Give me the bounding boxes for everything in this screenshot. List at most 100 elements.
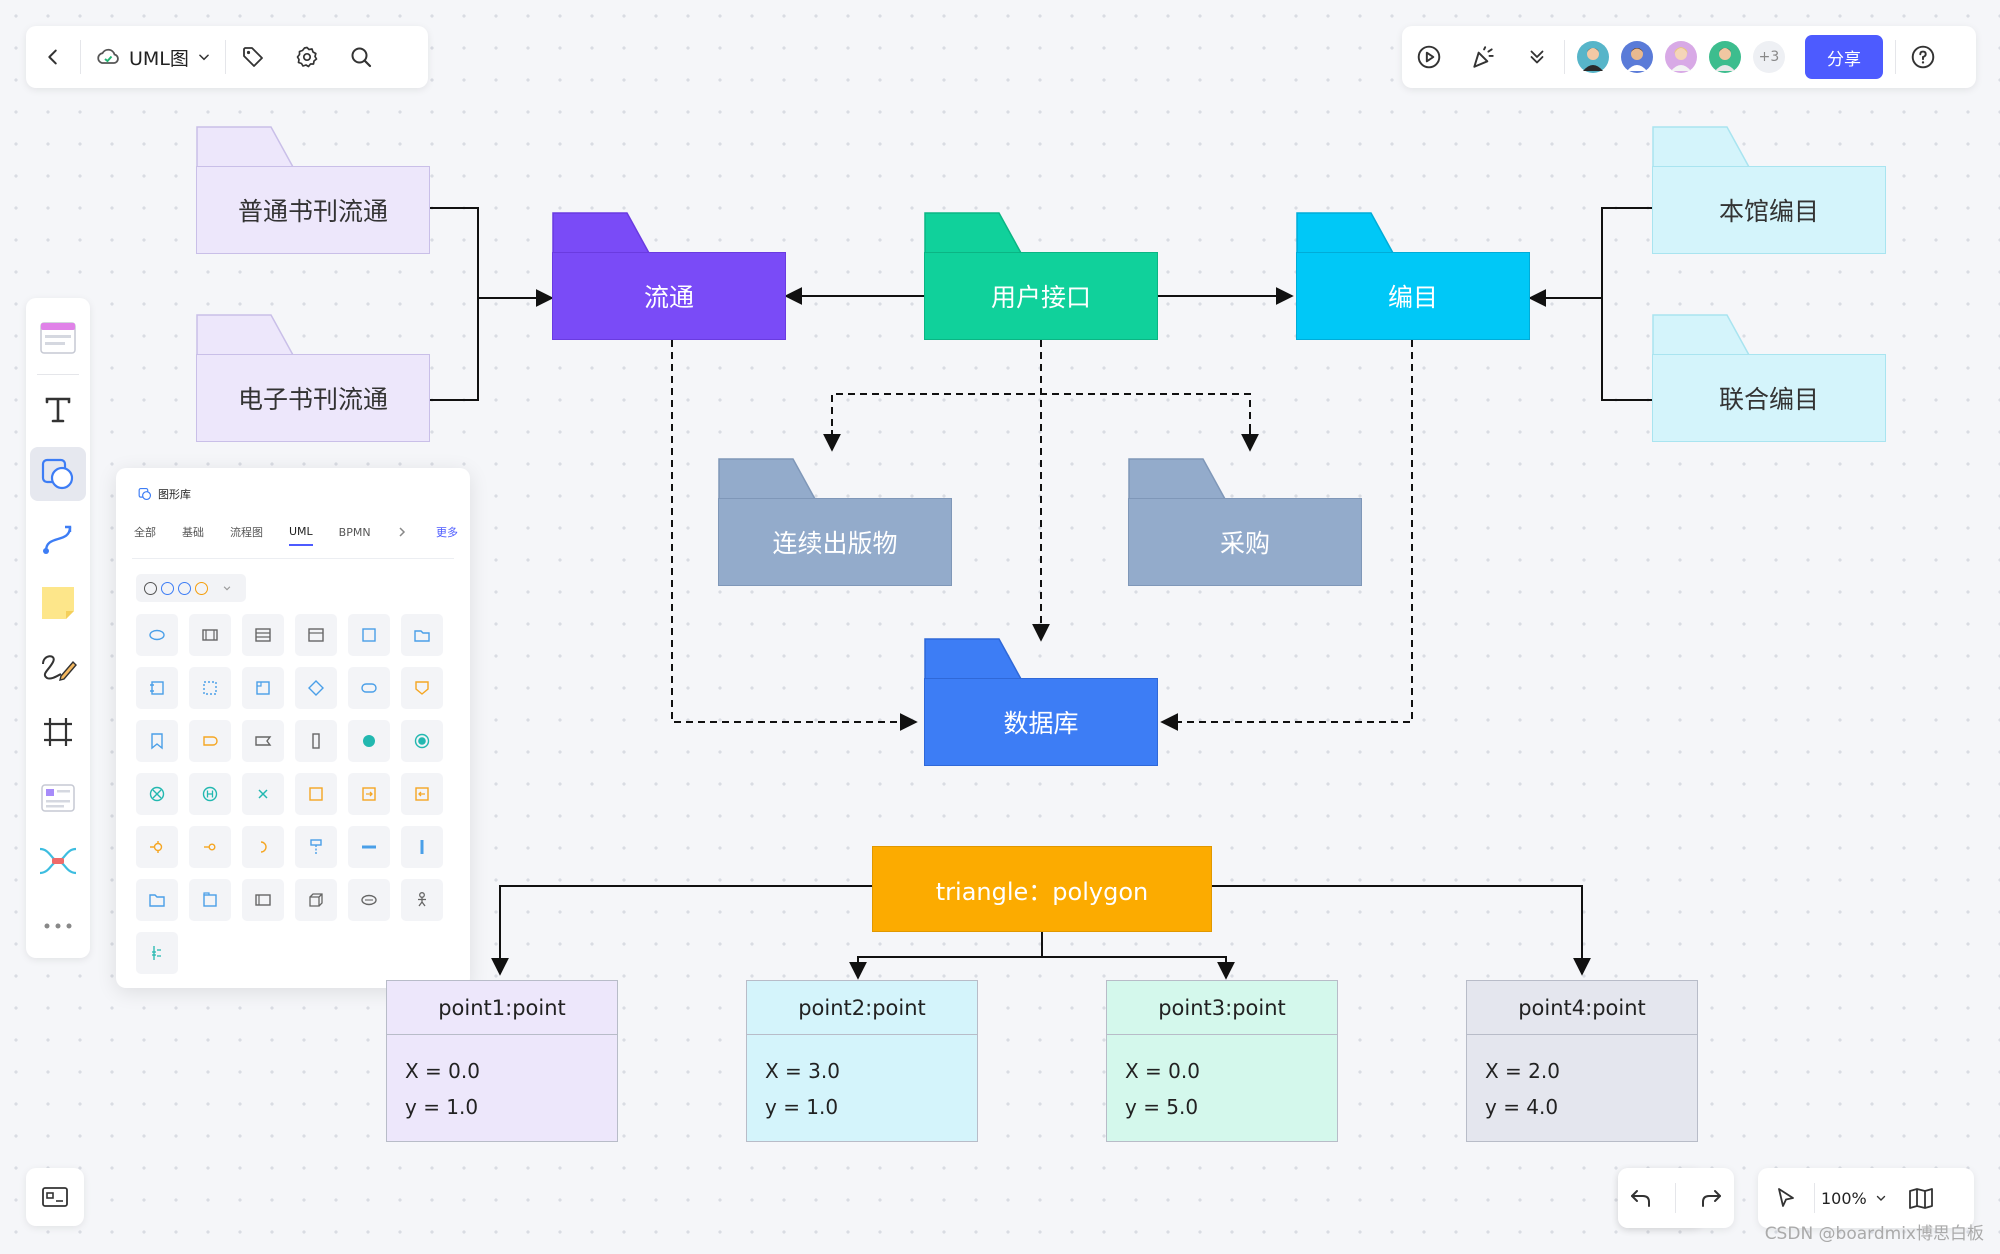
shape-tile[interactable] bbox=[136, 773, 178, 815]
tab-bpmn[interactable]: BPMN bbox=[338, 525, 371, 539]
shape-tile[interactable] bbox=[189, 879, 231, 921]
doc-title-dropdown[interactable]: UML图 bbox=[81, 26, 225, 88]
avatar[interactable] bbox=[1665, 41, 1697, 73]
shape-tile[interactable] bbox=[348, 667, 390, 709]
shape-tile[interactable] bbox=[401, 667, 443, 709]
package-label: 联合编目 bbox=[1652, 354, 1886, 442]
shape-tile[interactable] bbox=[401, 826, 443, 868]
shape-tile[interactable] bbox=[295, 667, 337, 709]
shape-tile[interactable] bbox=[295, 826, 337, 868]
shape-tile[interactable] bbox=[136, 720, 178, 762]
shape-tile[interactable] bbox=[348, 720, 390, 762]
help-button[interactable] bbox=[1896, 26, 1950, 88]
object-point3[interactable]: point3:point X = 0.0 y = 5.0 bbox=[1106, 980, 1338, 1142]
shape-tile[interactable] bbox=[242, 614, 284, 656]
shape-tile[interactable] bbox=[348, 879, 390, 921]
dependency-line[interactable] bbox=[831, 393, 1251, 450]
frame-tool[interactable] bbox=[30, 705, 86, 760]
party-popper-icon bbox=[1473, 46, 1494, 68]
minimap-toggle[interactable] bbox=[26, 1168, 84, 1226]
settings-button[interactable] bbox=[280, 26, 334, 88]
search-button[interactable] bbox=[334, 26, 388, 88]
tab-basic[interactable]: 基础 bbox=[182, 526, 204, 539]
shape-tool[interactable] bbox=[30, 446, 86, 502]
more-libraries-link[interactable]: 更多 bbox=[436, 526, 458, 539]
mindmap-icon bbox=[39, 848, 77, 875]
back-button[interactable] bbox=[26, 26, 80, 88]
shape-tile[interactable] bbox=[348, 614, 390, 656]
shape-tile[interactable] bbox=[242, 879, 284, 921]
shape-tile[interactable] bbox=[295, 614, 337, 656]
connector-line[interactable] bbox=[430, 207, 479, 401]
shape-tile[interactable] bbox=[189, 773, 231, 815]
shape-style-picker[interactable] bbox=[136, 574, 246, 602]
tab-all[interactable]: 全部 bbox=[134, 526, 156, 539]
x-mark-icon bbox=[258, 789, 268, 799]
tag-button[interactable] bbox=[226, 26, 280, 88]
share-button[interactable]: 分享 bbox=[1805, 35, 1883, 79]
shape-tile[interactable] bbox=[189, 826, 231, 868]
present-button[interactable] bbox=[1402, 26, 1456, 88]
shape-tile[interactable] bbox=[136, 879, 178, 921]
connector-line[interactable] bbox=[1601, 207, 1652, 401]
template-tool[interactable] bbox=[30, 311, 86, 366]
more-tools-button[interactable] bbox=[30, 898, 86, 953]
object-point4[interactable]: point4:point X = 2.0 y = 4.0 bbox=[1466, 980, 1698, 1142]
content-tool[interactable] bbox=[30, 769, 86, 824]
text-tool[interactable] bbox=[30, 382, 86, 437]
shape-tile[interactable] bbox=[348, 826, 390, 868]
folder-icon bbox=[414, 630, 430, 642]
more-collaborators-count[interactable]: +3 bbox=[1753, 41, 1785, 73]
connector-arrow[interactable] bbox=[491, 885, 872, 976]
shape-tile[interactable] bbox=[401, 614, 443, 656]
shape-tile[interactable] bbox=[401, 720, 443, 762]
connector-tool[interactable] bbox=[30, 511, 86, 566]
shape-tile[interactable] bbox=[401, 773, 443, 815]
expand-more-button[interactable] bbox=[1510, 26, 1564, 88]
chevron-right-icon[interactable] bbox=[397, 526, 407, 538]
celebrate-button[interactable] bbox=[1456, 26, 1510, 88]
shape-tile[interactable] bbox=[242, 826, 284, 868]
select-tool-button[interactable] bbox=[1758, 1168, 1814, 1228]
shape-tile[interactable] bbox=[136, 667, 178, 709]
shape-tile[interactable] bbox=[242, 667, 284, 709]
zoom-dropdown[interactable]: 100% bbox=[1815, 1189, 1893, 1208]
shape-tile[interactable] bbox=[401, 879, 443, 921]
avatar[interactable] bbox=[1577, 41, 1609, 73]
connector-arrow[interactable] bbox=[1212, 885, 1591, 976]
object-triangle[interactable]: triangle：polygon bbox=[872, 846, 1212, 932]
shape-tile[interactable] bbox=[295, 720, 337, 762]
shape-tile[interactable] bbox=[348, 773, 390, 815]
undo-button[interactable] bbox=[1629, 1186, 1653, 1210]
shape-tile[interactable] bbox=[189, 720, 231, 762]
top-left-toolbar: UML图 bbox=[26, 26, 428, 88]
connector-arrow[interactable] bbox=[1042, 956, 1235, 980]
shape-tile[interactable] bbox=[136, 932, 178, 974]
shape-tile[interactable] bbox=[242, 720, 284, 762]
redo-button[interactable] bbox=[1699, 1186, 1723, 1210]
attribute-x: X = 0.0 bbox=[405, 1059, 480, 1083]
shape-tile[interactable] bbox=[189, 614, 231, 656]
pen-tool[interactable] bbox=[30, 640, 86, 695]
shape-tile[interactable] bbox=[136, 614, 178, 656]
object-point2[interactable]: point2:point X = 3.0 y = 1.0 bbox=[746, 980, 978, 1142]
tab-uml[interactable]: UML bbox=[289, 525, 313, 546]
shape-tile[interactable] bbox=[136, 826, 178, 868]
map-view-button[interactable] bbox=[1893, 1168, 1949, 1228]
object-point1[interactable]: point1:point X = 0.0 y = 1.0 bbox=[386, 980, 618, 1142]
x-circle-icon bbox=[149, 786, 165, 802]
attribute-y: y = 1.0 bbox=[765, 1095, 839, 1119]
dependency-arrow[interactable] bbox=[671, 340, 918, 731]
shape-tile[interactable] bbox=[295, 879, 337, 921]
shape-tile[interactable] bbox=[295, 773, 337, 815]
mindmap-tool[interactable] bbox=[30, 834, 86, 889]
bookmark-icon bbox=[151, 733, 163, 750]
sticky-note-tool[interactable] bbox=[30, 576, 86, 631]
avatar[interactable] bbox=[1621, 41, 1653, 73]
tab-flowchart[interactable]: 流程图 bbox=[230, 526, 263, 539]
curve-connector-icon bbox=[43, 525, 72, 554]
shape-tile[interactable] bbox=[189, 667, 231, 709]
avatar[interactable] bbox=[1709, 41, 1741, 73]
shape-tile[interactable] bbox=[242, 773, 284, 815]
connector-arrow[interactable] bbox=[849, 932, 1043, 980]
